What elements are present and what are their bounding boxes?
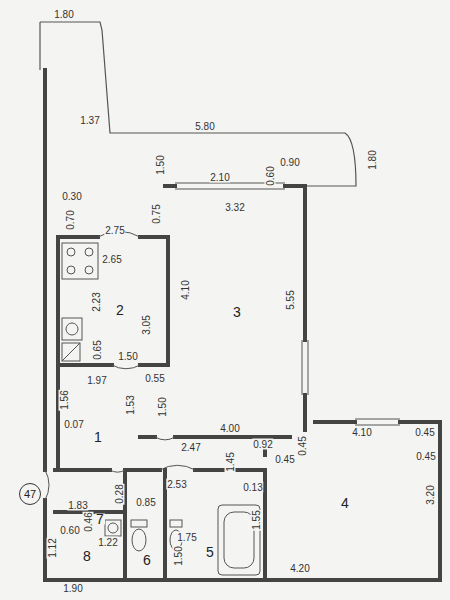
callout-circle: 47 — [19, 483, 41, 505]
dimension-label: 0.92 — [252, 439, 273, 450]
dimension-label: 0.45 — [274, 454, 295, 465]
dimension-label: 0.90 — [279, 157, 300, 168]
dimension-label: 1.80 — [53, 9, 74, 20]
dimension-label: 0.55 — [144, 373, 165, 384]
dimension-label: 3.20 — [425, 484, 436, 505]
dimension-label: 1.80 — [367, 149, 378, 170]
dimension-label: 1.56 — [59, 389, 70, 410]
room-number: 4 — [340, 498, 350, 509]
dimension-label: 4.10 — [180, 279, 191, 300]
dimension-label: 1.75 — [176, 532, 197, 543]
dimension-label: 2.10 — [209, 172, 230, 183]
dimension-label: 0.75 — [151, 203, 162, 224]
dimension-label: 4.00 — [219, 423, 240, 434]
dimension-label: 1.12 — [47, 537, 58, 558]
dimension-label: 3.32 — [224, 202, 245, 213]
room-number: 5 — [205, 547, 215, 558]
dimension-label: 1.97 — [86, 375, 107, 386]
room-number: 3 — [232, 307, 242, 318]
dimension-label: 2.75 — [104, 225, 125, 236]
dimension-label: 4.20 — [289, 563, 310, 574]
dimension-label: 0.46 — [83, 511, 94, 532]
dimension-label: 1.37 — [79, 115, 100, 126]
dimension-label: 1.83 — [67, 500, 88, 511]
dimension-label: 1.45 — [225, 451, 236, 472]
room-number: 8 — [82, 551, 92, 562]
dimension-label: 0.65 — [92, 339, 103, 360]
dimension-label: 1.50 — [157, 396, 168, 417]
room-number: 2 — [115, 305, 125, 316]
dimension-label: 0.60 — [59, 525, 80, 536]
dimension-label: 0.85 — [135, 497, 156, 508]
dimension-label: 1.50 — [173, 545, 184, 566]
dimension-label: 5.80 — [194, 121, 215, 132]
dimension-label: 3.05 — [141, 314, 152, 335]
dimension-label: 0.45 — [415, 451, 436, 462]
dimension-label: 0.45 — [297, 435, 308, 456]
dimension-label: 0.28 — [114, 483, 125, 504]
dimension-label: 0.60 — [265, 165, 276, 186]
dimension-label: 0.07 — [63, 419, 84, 430]
dimension-label: 2.23 — [91, 291, 102, 312]
dimension-label: 2.53 — [166, 479, 187, 490]
dimension-label: 1.55 — [251, 509, 262, 530]
dimension-label: 0.45 — [414, 427, 435, 438]
dimension-label: 1.50 — [117, 351, 138, 362]
dimension-label: 1.90 — [62, 583, 83, 594]
dimension-label: 0.30 — [61, 191, 82, 202]
dimension-label: 2.47 — [180, 442, 201, 453]
callout-number: 47 — [24, 488, 36, 500]
dimension-label: 1.53 — [125, 394, 136, 415]
room-number: 7 — [95, 514, 105, 525]
dimension-label: 0.70 — [65, 209, 76, 230]
dimension-label: 1.50 — [155, 154, 166, 175]
dimension-label: 4.10 — [351, 427, 372, 438]
dimension-label: 0.13 — [242, 482, 263, 493]
dimension-label: 1.22 — [97, 537, 118, 548]
dimension-label: 2.65 — [101, 254, 122, 265]
room-number: 6 — [142, 555, 152, 566]
room-number: 1 — [93, 432, 103, 443]
dimension-label: 5.55 — [285, 289, 296, 310]
